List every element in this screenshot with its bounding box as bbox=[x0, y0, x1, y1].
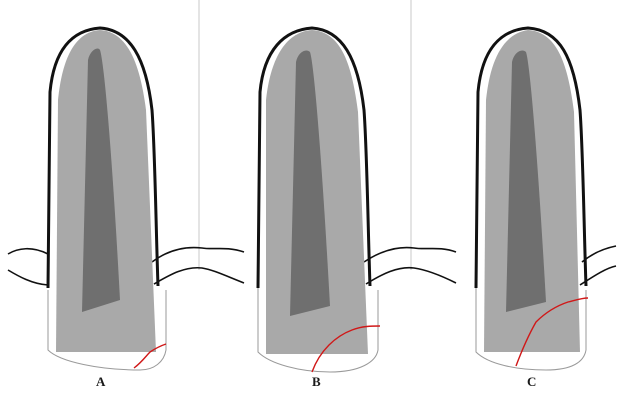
panel-label-b: B bbox=[312, 374, 321, 390]
panel-label-c: C bbox=[527, 374, 536, 390]
panel-label-a: A bbox=[96, 374, 105, 390]
tooth-c bbox=[476, 28, 588, 370]
tooth-b bbox=[258, 28, 380, 372]
tooth-a bbox=[48, 28, 166, 370]
